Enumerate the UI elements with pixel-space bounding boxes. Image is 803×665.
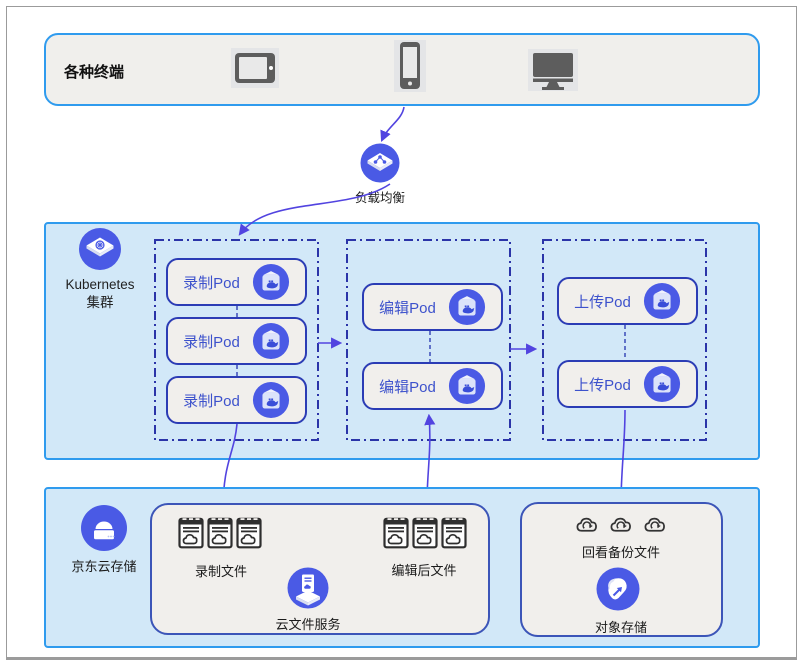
load-balancer-icon xyxy=(360,143,400,183)
desktop-monitor-icon xyxy=(527,48,579,92)
kubernetes-title-line1: Kubernetes xyxy=(65,277,135,292)
kubernetes-title: Kubernetes 集群 xyxy=(54,276,146,311)
docker-whale-icon xyxy=(643,282,680,320)
kubernetes-icon xyxy=(78,227,122,271)
recorded-files-icons xyxy=(178,516,262,550)
cloud-document-icon xyxy=(236,517,262,549)
cloud-document-icon xyxy=(178,517,204,549)
cloud-file-service-label: 云文件服务 xyxy=(275,617,341,632)
docker-whale-icon xyxy=(252,381,289,419)
object-storage-label: 对象存储 xyxy=(594,620,647,635)
cloud-document-icon xyxy=(207,517,233,549)
cloud-sync-icon xyxy=(610,517,631,532)
docker-whale-icon xyxy=(448,288,485,326)
tablet-icon xyxy=(231,48,279,88)
cloud-document-icon xyxy=(412,517,438,549)
edit-pod-2: 编辑Pod xyxy=(362,362,503,410)
recorded-files-label: 录制文件 xyxy=(194,564,247,579)
record-pod-2: 录制Pod xyxy=(166,317,307,365)
kubernetes-title-line2: 集群 xyxy=(86,294,114,310)
cloud-document-icon xyxy=(441,517,467,549)
load-balancer-label: 负载均衡 xyxy=(354,191,405,205)
storage-label: 京东云存储 xyxy=(71,559,137,574)
smartphone-icon xyxy=(390,40,430,92)
edit-pod-1: 编辑Pod xyxy=(362,283,503,331)
docker-whale-icon xyxy=(252,322,289,360)
edited-files-icons xyxy=(383,516,467,550)
terminals-label: 各种终端 xyxy=(64,64,125,81)
docker-whale-icon xyxy=(252,263,289,301)
cloud-sync-icon xyxy=(576,517,597,532)
backup-files-icons xyxy=(574,511,675,535)
docker-whale-icon xyxy=(643,365,680,403)
upload-pod-1: 上传Pod xyxy=(557,277,698,325)
cloud-sync-icon xyxy=(644,517,665,532)
upload-pod-2: 上传Pod xyxy=(557,360,698,408)
outer-frame xyxy=(6,6,797,660)
cloud-document-icon xyxy=(383,517,409,549)
jd-cloud-storage-icon xyxy=(80,504,128,552)
kubernetes-section xyxy=(44,222,760,460)
backup-files-label: 回看备份文件 xyxy=(581,545,660,560)
edited-files-label: 编辑后文件 xyxy=(391,563,457,578)
record-pod-3: 录制Pod xyxy=(166,376,307,424)
cloud-file-service-icon xyxy=(287,567,329,609)
object-storage-icon xyxy=(596,567,640,611)
docker-whale-icon xyxy=(448,367,485,405)
record-pod-1: 录制Pod xyxy=(166,258,307,306)
